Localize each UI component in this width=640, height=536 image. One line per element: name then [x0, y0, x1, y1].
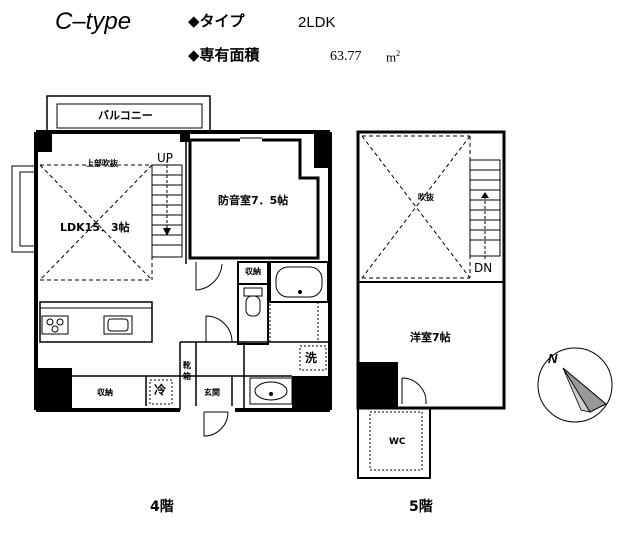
area-label: ◆専有面積	[188, 46, 260, 64]
wc-door	[401, 377, 427, 405]
western-room-label: 洋室7帖	[410, 331, 451, 344]
washbasin	[249, 377, 293, 405]
stair-4f	[151, 160, 183, 258]
washer-label: 洗	[305, 351, 318, 365]
dn-label: DN	[474, 261, 493, 275]
floor-4-label: 4階	[150, 499, 174, 515]
ldk-label: LDK15．3帖	[60, 221, 130, 234]
bay-window	[11, 165, 37, 253]
type-label: ◆タイプ	[188, 12, 245, 30]
floor-5-label: 5階	[409, 499, 433, 515]
fridge-label: 冷	[154, 383, 167, 397]
area-value: 63.77	[330, 49, 362, 64]
bathroom	[269, 261, 329, 343]
void-label: 吹抜	[418, 193, 434, 202]
lower-partitions-4f	[72, 341, 330, 410]
compass-icon	[537, 347, 613, 423]
stair-5f	[469, 159, 501, 260]
wc-label: WC	[389, 437, 406, 447]
area-unit: m2	[386, 49, 401, 65]
washer-box	[299, 345, 327, 371]
toilet-4f	[237, 283, 269, 345]
soundproof-room-label: 防音室7．5帖	[218, 194, 289, 207]
dn-arrow	[481, 192, 489, 198]
up-arrow	[163, 228, 171, 236]
pillars-5f	[358, 362, 398, 408]
entrance-door	[203, 411, 229, 437]
compass-north-label: N	[548, 351, 558, 366]
pillars-4f	[36, 132, 330, 410]
void-5f	[361, 135, 471, 279]
plan-type-title: C–type	[55, 8, 132, 35]
balcony-label: バルコニー	[98, 109, 153, 122]
kitchen-counter	[39, 301, 153, 343]
shoe-box-label: 靴箱	[183, 361, 191, 381]
up-label: UP	[157, 151, 174, 165]
kitchen-door	[205, 315, 233, 343]
storage-label: 収納	[97, 388, 113, 397]
entrance-label: 玄関	[204, 388, 220, 397]
type-value: 2LDK	[298, 14, 336, 31]
small-closet-label: 収納	[245, 267, 261, 276]
fridge-box	[149, 379, 173, 405]
soundproof-room	[185, 136, 320, 291]
wc-5f	[357, 407, 431, 479]
upper-void-label: 上部吹抜	[86, 159, 118, 168]
